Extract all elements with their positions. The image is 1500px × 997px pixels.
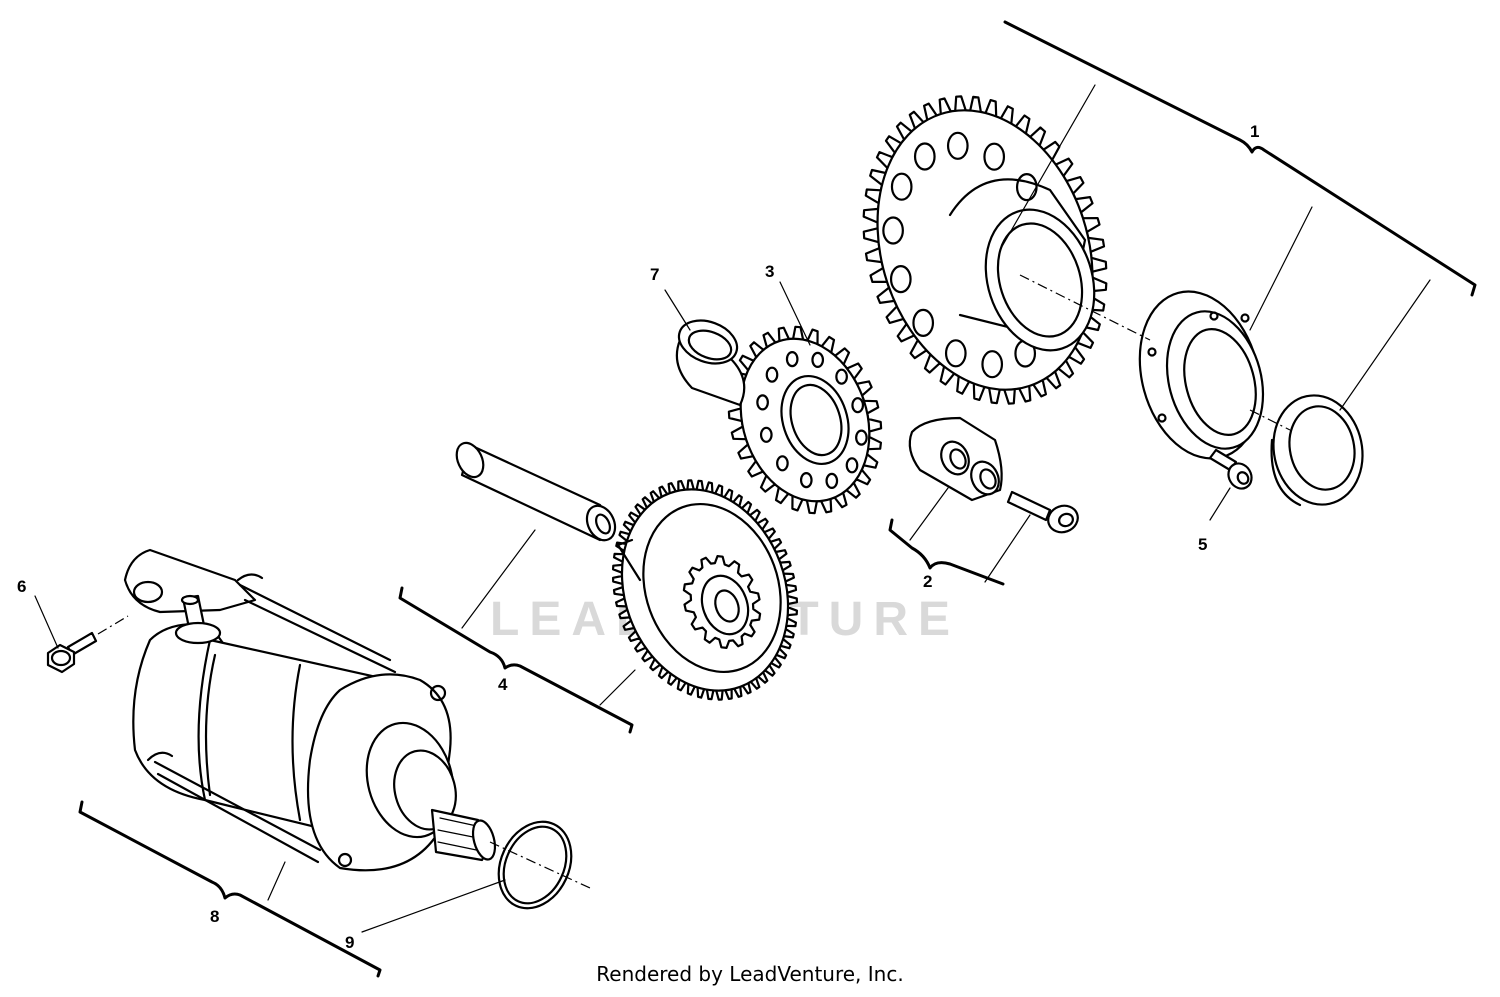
o-ring xyxy=(497,820,573,910)
gear-hole xyxy=(913,142,936,171)
leader-4a xyxy=(461,529,536,629)
reduction-gear xyxy=(612,479,798,701)
gear-hole xyxy=(776,455,789,472)
one-way-clutch-plate xyxy=(1138,290,1265,460)
callout-4: 4 xyxy=(498,675,508,694)
gear-hole xyxy=(983,142,1006,171)
callout-6: 6 xyxy=(17,577,26,596)
callout-9: 9 xyxy=(345,933,354,952)
gear-hole xyxy=(765,366,779,383)
bracket xyxy=(908,416,1003,502)
gear-hole xyxy=(889,265,912,294)
starter-motor xyxy=(123,548,497,872)
gear-hole xyxy=(946,131,969,160)
gear-hole xyxy=(855,429,868,446)
shaft xyxy=(455,441,617,542)
socket-bolt xyxy=(1208,448,1253,490)
callout-7: 7 xyxy=(650,265,659,284)
centerline-1 xyxy=(1019,274,1151,341)
centerline-4 xyxy=(97,615,129,635)
leader-1c xyxy=(1339,279,1431,411)
gear-hole xyxy=(835,368,848,385)
callout-1: 1 xyxy=(1250,122,1259,141)
gear-hole xyxy=(890,172,913,201)
bushing xyxy=(675,319,746,407)
callout-5: 5 xyxy=(1198,535,1207,554)
leader-3 xyxy=(779,281,811,346)
leader-2a xyxy=(909,487,949,541)
footer-credit: Rendered by LeadVenture, Inc. xyxy=(596,962,904,986)
gear-hole xyxy=(944,339,967,368)
group-bracket-4 xyxy=(398,586,634,734)
gear-hole xyxy=(799,472,813,489)
clutch-sleeve-ring xyxy=(1270,394,1364,507)
gear-hole xyxy=(912,308,935,337)
group-bracket-1 xyxy=(1003,20,1477,297)
gear-hole xyxy=(851,397,865,414)
gear-hole xyxy=(981,350,1004,379)
centerline-3 xyxy=(489,841,591,889)
leader-7 xyxy=(664,289,691,331)
leader-9 xyxy=(361,879,506,933)
leader-6 xyxy=(34,595,59,649)
group-bracket-8 xyxy=(78,800,382,978)
idler-gear xyxy=(727,325,883,515)
centerline-2 xyxy=(1249,409,1291,431)
gear-hole xyxy=(759,426,773,443)
leader-1b xyxy=(1249,206,1313,331)
group-bracket-2 xyxy=(888,518,1005,586)
leader-1a xyxy=(999,84,1096,251)
gear-hole xyxy=(845,457,859,474)
callout-3: 3 xyxy=(765,262,774,281)
flange-bolt xyxy=(46,631,98,674)
callout-2: 2 xyxy=(923,572,932,591)
gear-hole xyxy=(811,351,825,368)
leader-8 xyxy=(267,861,286,901)
leader-4b xyxy=(599,669,636,706)
leader-5 xyxy=(1209,487,1231,521)
leader-2b xyxy=(984,514,1031,583)
callout-8: 8 xyxy=(210,907,219,926)
starter-clutch-gear xyxy=(862,95,1108,405)
gear-hole xyxy=(882,216,904,245)
bracket-bolt xyxy=(1006,490,1079,534)
gear-hole xyxy=(825,472,839,489)
gear-hole xyxy=(756,394,769,411)
gear-hole xyxy=(785,351,799,368)
